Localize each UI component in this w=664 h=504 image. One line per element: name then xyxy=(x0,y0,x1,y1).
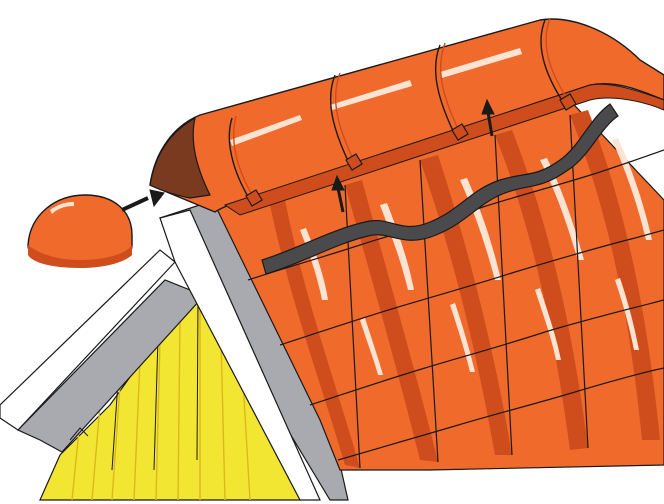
end-cap-tile xyxy=(28,195,132,268)
arrow-insert-cap-icon xyxy=(122,190,164,210)
